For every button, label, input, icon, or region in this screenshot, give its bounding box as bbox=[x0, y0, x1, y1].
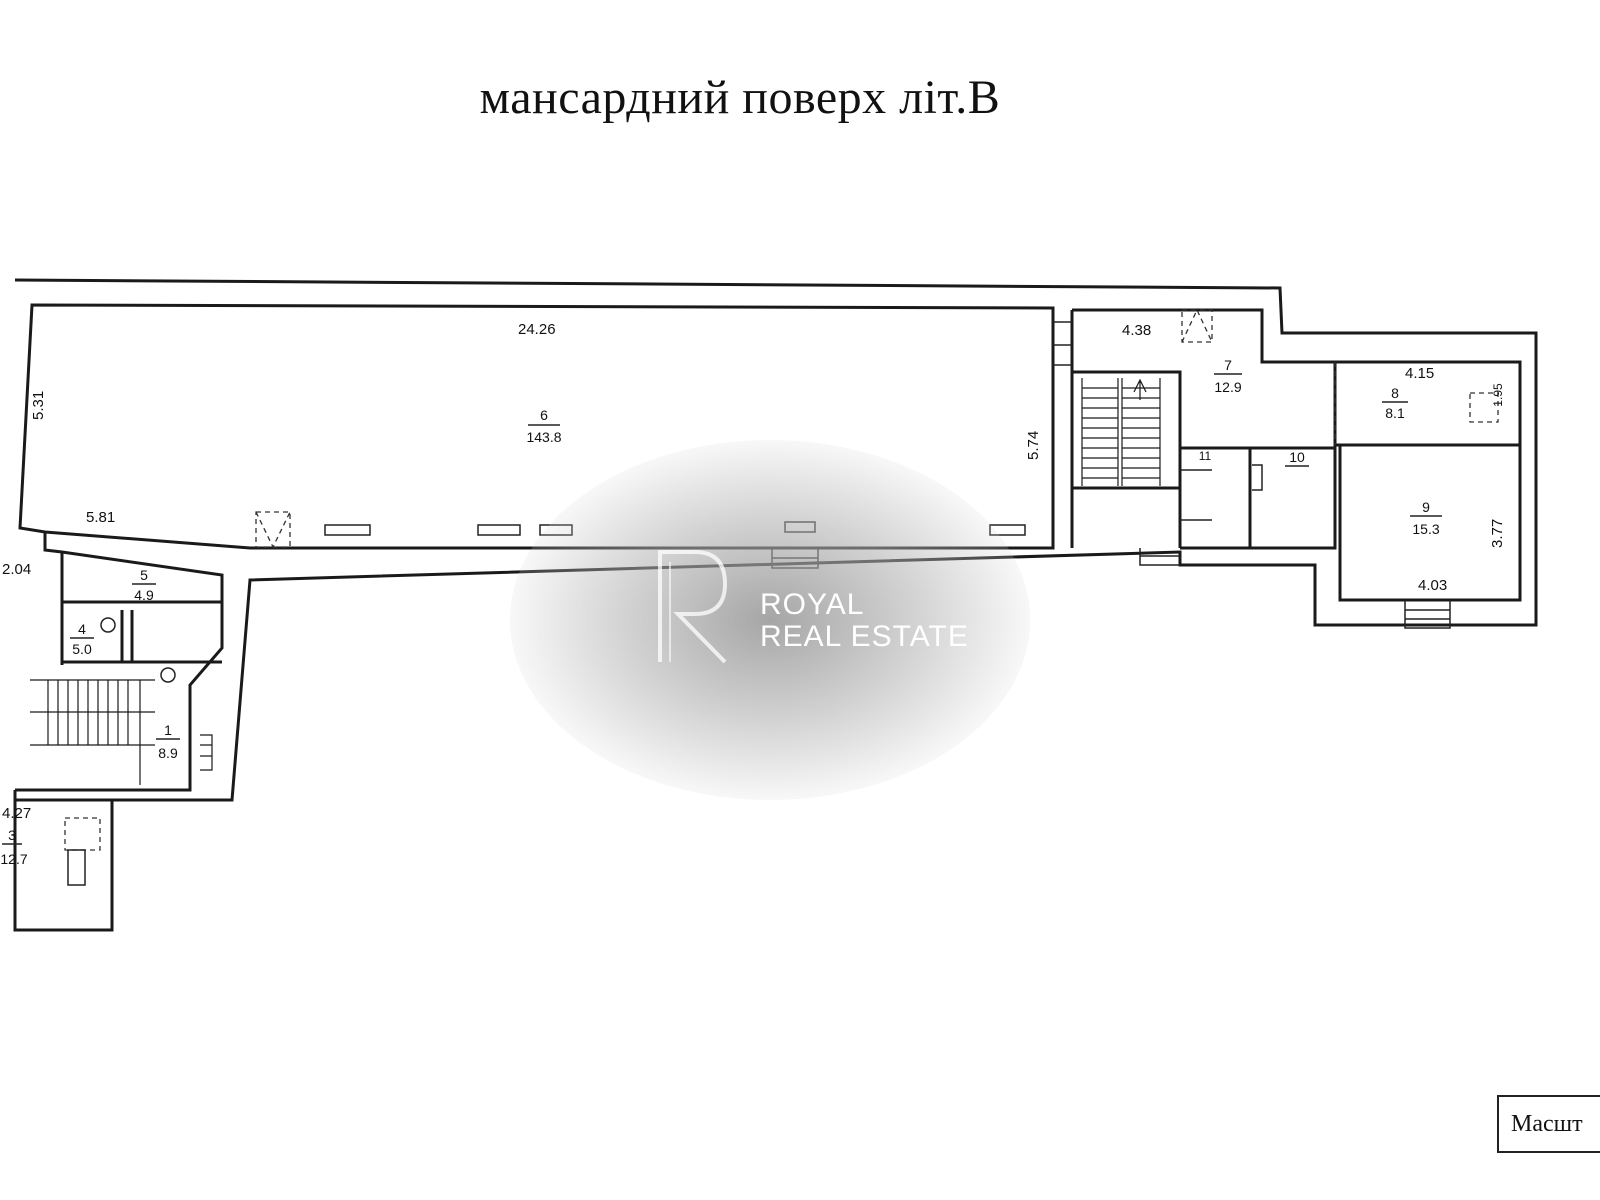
room-label-6: 6 143.8 bbox=[526, 407, 561, 445]
room-label-1: 1 8.9 bbox=[156, 722, 180, 761]
svg-text:10: 10 bbox=[1289, 449, 1305, 465]
room-label-10: 10 bbox=[1285, 449, 1309, 467]
toilet-icon bbox=[160, 667, 176, 683]
room-9-walls bbox=[1338, 443, 1522, 602]
left-wing-walls bbox=[15, 532, 224, 792]
svg-text:8: 8 bbox=[1391, 385, 1399, 401]
scale-label: Масшт bbox=[1497, 1095, 1600, 1153]
svg-text:9: 9 bbox=[1422, 499, 1430, 515]
room-6-walls bbox=[18, 303, 1055, 550]
svg-text:15.3: 15.3 bbox=[1412, 521, 1439, 537]
vent-box-2 bbox=[1181, 308, 1213, 343]
dim-2-04: 2.04 bbox=[2, 561, 31, 578]
dim-24-26: 24.26 bbox=[518, 321, 556, 338]
room-label-11: 11 bbox=[1199, 449, 1212, 463]
basin-icon bbox=[100, 617, 116, 633]
dim-5-31: 5.31 bbox=[30, 391, 47, 420]
svg-text:12.7: 12.7 bbox=[0, 851, 27, 867]
outer-wall bbox=[14, 278, 1538, 932]
room-label-7: 7 12.9 bbox=[1214, 357, 1242, 395]
svg-text:8.9: 8.9 bbox=[158, 745, 178, 761]
dim-1-95: 1.95 bbox=[1491, 383, 1505, 407]
door-stair bbox=[1139, 548, 1180, 566]
stair-hall-steps bbox=[1081, 378, 1161, 486]
svg-text:3: 3 bbox=[8, 827, 16, 843]
svg-text:143.8: 143.8 bbox=[526, 429, 561, 445]
door-marks bbox=[1053, 321, 1072, 366]
dim-4-15: 4.15 bbox=[1405, 365, 1434, 382]
plan-title: мансардний поверх літ.В bbox=[479, 71, 1001, 124]
dim-4-38: 4.38 bbox=[1122, 322, 1151, 339]
stair-hall-walls bbox=[1070, 310, 1182, 548]
dim-3-77: 3.77 bbox=[1489, 519, 1506, 548]
wc-walls bbox=[1178, 448, 1337, 550]
dim-4-27: 4.27 bbox=[2, 805, 31, 822]
svg-text:11: 11 bbox=[1199, 449, 1212, 463]
room-3-walls bbox=[13, 790, 114, 932]
svg-text:4: 4 bbox=[78, 621, 86, 637]
dim-5-81: 5.81 bbox=[86, 509, 115, 526]
room-label-3: 3 12.7 bbox=[0, 827, 27, 867]
svg-text:7: 7 bbox=[1224, 357, 1232, 373]
svg-text:4.9: 4.9 bbox=[134, 587, 154, 603]
svg-text:12.9: 12.9 bbox=[1214, 379, 1241, 395]
door-room-9 bbox=[1404, 600, 1451, 629]
window-marks bbox=[324, 521, 1026, 536]
svg-text:8.1: 8.1 bbox=[1385, 405, 1405, 421]
stair-left-steps bbox=[30, 679, 213, 785]
room-label-4: 4 5.0 bbox=[70, 621, 94, 657]
room-label-8: 8 8.1 bbox=[1382, 385, 1408, 421]
wc-inner bbox=[1180, 464, 1263, 521]
dim-4-03: 4.03 bbox=[1418, 577, 1447, 594]
svg-text:5: 5 bbox=[140, 567, 148, 583]
room-label-5: 5 4.9 bbox=[132, 567, 156, 603]
dim-5-74: 5.74 bbox=[1025, 431, 1042, 460]
svg-text:1: 1 bbox=[164, 722, 172, 738]
vent-box-1 bbox=[255, 511, 291, 549]
sink-icon bbox=[67, 849, 86, 886]
svg-text:5.0: 5.0 bbox=[72, 641, 92, 657]
svg-text:6: 6 bbox=[540, 407, 548, 423]
room-label-9: 9 15.3 bbox=[1410, 499, 1442, 537]
vent-box-4 bbox=[64, 817, 101, 851]
room-7-walls bbox=[1072, 308, 1337, 450]
vent-box-3 bbox=[1469, 392, 1499, 423]
